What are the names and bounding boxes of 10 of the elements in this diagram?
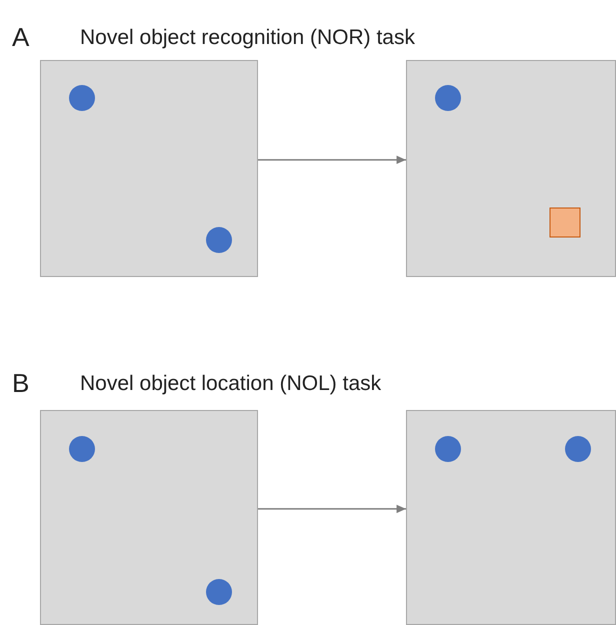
- arena-box: [406, 410, 616, 625]
- panel-letter: A: [12, 22, 30, 53]
- arena-box: [40, 60, 258, 277]
- arrow: [258, 504, 406, 514]
- panel-letter: B: [12, 368, 30, 399]
- panel-title: Novel object location (NOL) task: [80, 372, 382, 396]
- arena-box: [406, 60, 616, 277]
- arena-box: [40, 410, 258, 625]
- panel-title: Novel object recognition (NOR) task: [80, 26, 415, 50]
- arrow: [258, 156, 406, 164]
